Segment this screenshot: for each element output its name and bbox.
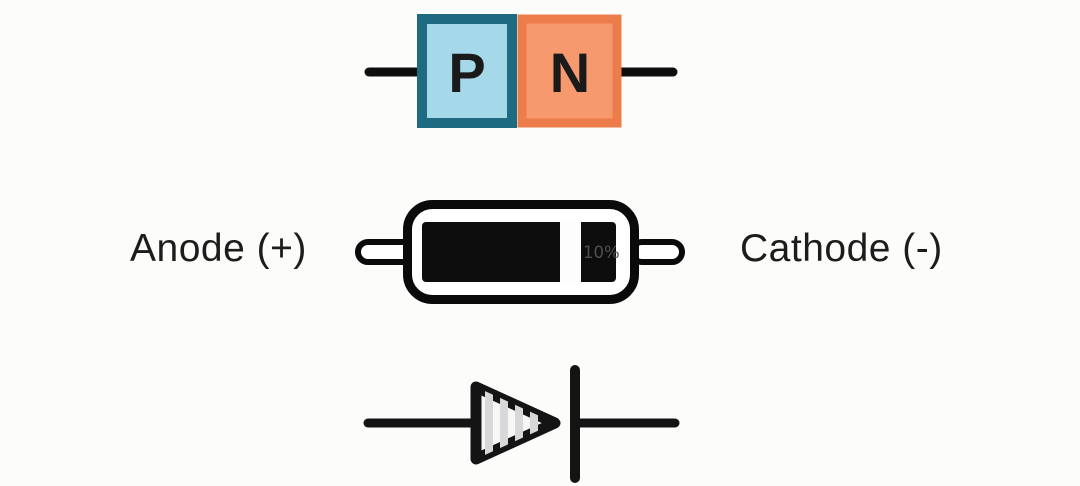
stripe <box>485 387 493 459</box>
n-region-box <box>517 14 622 128</box>
p-region-label: P <box>448 41 485 104</box>
stripe <box>500 387 508 459</box>
physical-diode-figure: 10% <box>355 200 685 304</box>
stripe <box>530 387 538 459</box>
triangle-stripes <box>485 387 538 459</box>
pn-junction-figure: P N <box>364 14 678 128</box>
tolerance-marking: 10% <box>583 243 620 262</box>
p-region-box <box>417 14 517 128</box>
cathode-label: Cathode (-) <box>740 227 943 270</box>
stripe <box>515 387 523 459</box>
cathode-band <box>560 222 581 282</box>
anode-label: Anode (+) <box>130 227 307 270</box>
n-region-label: N <box>550 41 590 104</box>
schematic-symbol-figure <box>363 365 680 483</box>
diode-right-lead <box>629 239 685 265</box>
